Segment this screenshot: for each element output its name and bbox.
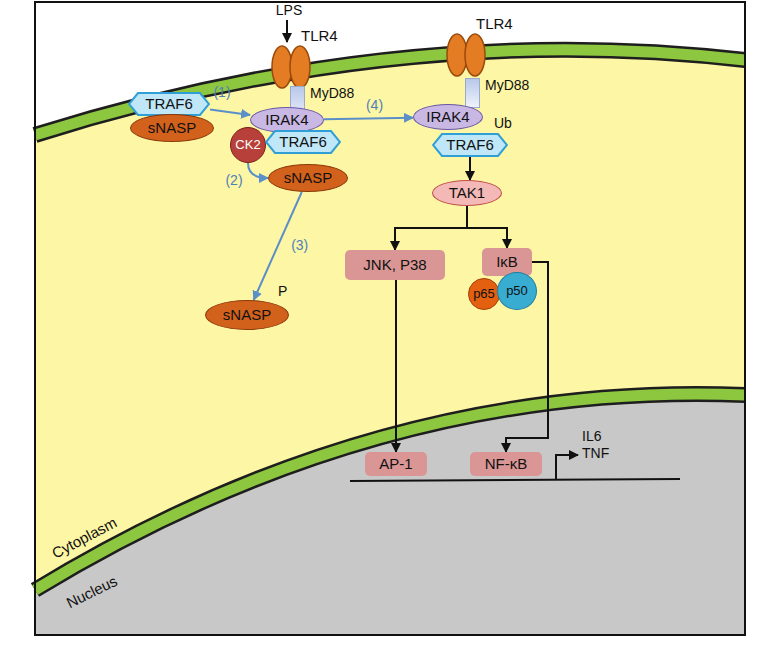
connector-arrow	[469, 157, 471, 180]
tak1-ellipse: TAK1	[432, 180, 502, 206]
ligand-label: LPS	[276, 3, 302, 18]
node-label: NF-κB	[485, 456, 528, 473]
node-label: JNK, P38	[363, 257, 426, 274]
node-label: CK2	[235, 138, 260, 152]
node-label: sNASP	[148, 120, 196, 137]
frame	[35, 2, 745, 635]
nuclear-membrane-band	[35, 394, 745, 590]
step-number: (3)	[291, 238, 308, 253]
node-label: sNASP	[284, 170, 332, 187]
p50-circle: p50	[497, 272, 537, 310]
step-number: (1)	[213, 85, 230, 100]
phospho-snasp-ellipse: sNASPP	[205, 300, 289, 330]
node-label: MyD88	[485, 78, 529, 93]
compartment-label: Cytoplasm	[49, 514, 119, 562]
node-label: sNASP	[223, 307, 271, 324]
transcription-factor-box: AP-1	[365, 452, 427, 476]
node-label: TRAF6	[446, 137, 494, 154]
gene-label: IL6 TNF	[582, 428, 616, 462]
snasp-ellipse: sNASP	[130, 114, 214, 142]
dna-line	[350, 479, 680, 481]
step-number: (4)	[366, 98, 383, 113]
tlr4-receptor: TLR4	[265, 28, 350, 90]
snasp-ellipse: sNASP	[268, 164, 348, 192]
node-label: p65	[473, 287, 495, 301]
nuclear-membrane	[35, 394, 745, 590]
transcription-arrow	[556, 455, 578, 480]
step-number: (2)	[225, 173, 242, 188]
connector-arrow	[467, 206, 507, 248]
node-label: IRAK4	[426, 109, 469, 126]
connector-arrow	[506, 262, 548, 452]
node-label: TRAF6	[279, 134, 327, 151]
irak4-ellipse: IRAK4	[250, 107, 324, 133]
irak4-ellipse: IRAK4	[413, 104, 483, 130]
connector-arrow	[395, 280, 397, 452]
ikb-box: IκB	[482, 248, 532, 276]
kinase-box: JNK, P38	[345, 250, 445, 280]
traf6-hexagon: TRAF6	[128, 92, 210, 116]
modification-label: P	[278, 284, 287, 299]
traf6-hexagon: TRAF6	[265, 130, 341, 154]
node-label: TRAF6	[145, 96, 193, 113]
modification-label: Ub	[494, 116, 512, 131]
p65-circle: p65	[468, 278, 500, 310]
compartment-label: Nucleus	[64, 573, 120, 612]
node-label: TLR4	[476, 16, 513, 33]
receptor-ovals	[265, 44, 321, 90]
node-label: p50	[506, 284, 528, 298]
node-label: TAK1	[449, 185, 485, 202]
connector-arrow	[395, 206, 467, 250]
transcription-factor-box: NF-κB	[470, 452, 542, 476]
ubiquitinated-traf6-hexagon: TRAF6Ub	[432, 133, 508, 157]
nucleus-fill	[35, 394, 745, 635]
adaptor-bar	[465, 78, 480, 108]
node-label: TLR4	[301, 28, 338, 45]
node-label: IRAK4	[265, 112, 308, 129]
receptor-ovals	[440, 32, 496, 78]
tlr4-receptor: TLR4	[440, 16, 525, 78]
node-label: MyD88	[310, 86, 354, 101]
connector-arrow	[324, 118, 413, 120]
node-label: AP-1	[379, 456, 412, 473]
myd88-adaptor: MyD88	[465, 78, 540, 108]
connector-arrow	[210, 110, 250, 115]
ck2-circle: CK2	[230, 127, 266, 163]
connector-arrow	[248, 163, 268, 178]
lps-arrow	[286, 20, 288, 42]
node-label: IκB	[496, 254, 518, 271]
